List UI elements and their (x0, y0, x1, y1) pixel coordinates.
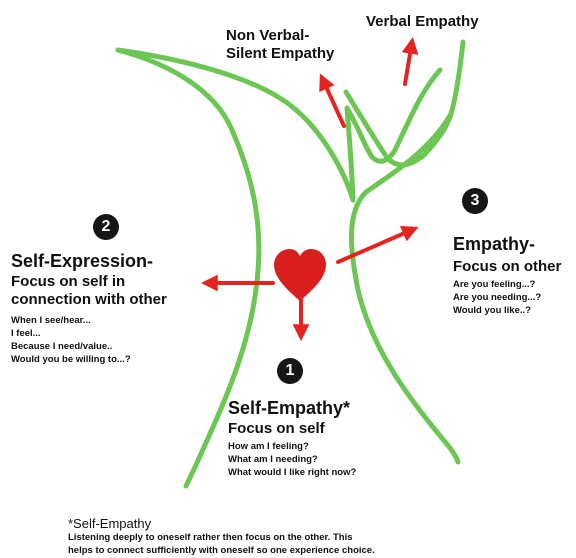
tree-outline (115, 39, 466, 489)
list-item: What am I needing? (228, 454, 318, 465)
self-expression-subtitle-line-1: Focus on self in (11, 273, 126, 290)
nonverbal-empathy-label: Non Verbal- Silent Empathy (226, 27, 334, 63)
self-empathy-prompts: How am I feeling? What am I needing? Wha… (228, 440, 356, 479)
arrow-to-silent-empathy (319, 73, 346, 128)
self-expression-subtitle-line-2: connection with other (11, 291, 167, 308)
arrows (200, 37, 419, 342)
list-item: Are you feeling...? (453, 279, 536, 290)
verbal-empathy-label: Verbal Empathy (366, 13, 479, 30)
self-empathy-title: Self-Empathy* (228, 398, 351, 418)
arrow-to-verbal-empathy (401, 37, 419, 86)
footnote-line: helps to connect sufficiently with onese… (68, 545, 375, 556)
footnote-line: Listening deeply to oneself rather then … (68, 532, 353, 543)
list-item: What would I like right now? (228, 467, 357, 478)
number-badge-1: 1 (277, 358, 303, 384)
self-empathy-subtitle: Focus on self (228, 420, 325, 437)
list-item: Because I need/value.. (11, 341, 113, 352)
self-expression-subtitle: Focus on self in connection with other (11, 273, 167, 309)
number-badge-3: 3 (462, 188, 488, 214)
list-item: Would you be willing to...? (11, 354, 131, 365)
empathy-title: Empathy- (453, 234, 536, 254)
heart (274, 249, 326, 301)
footnote-title: *Self-Empathy (68, 516, 152, 531)
self-expression-prompts: When I see/hear... I feel... Because I n… (11, 314, 131, 366)
footnote-text: Listening deeply to oneself rather then … (68, 531, 375, 557)
nonverbal-line-2: Silent Empathy (226, 45, 335, 62)
empathy-prompts: Are you feeling...? Are you needing...? … (453, 278, 541, 317)
list-item: When I see/hear... (11, 315, 91, 326)
empathy-subtitle: Focus on other (453, 258, 562, 275)
number-badge-2: 2 (93, 214, 119, 240)
nonverbal-line-1: Non Verbal- (226, 27, 310, 44)
list-item: I feel... (11, 328, 41, 339)
list-item: How am I feeling? (228, 441, 309, 452)
list-item: Are you needing...? (453, 292, 542, 303)
list-item: Would you like..? (453, 305, 531, 316)
arrow-to-empathy (336, 225, 419, 264)
self-expression-title: Self-Expression- (11, 251, 154, 271)
